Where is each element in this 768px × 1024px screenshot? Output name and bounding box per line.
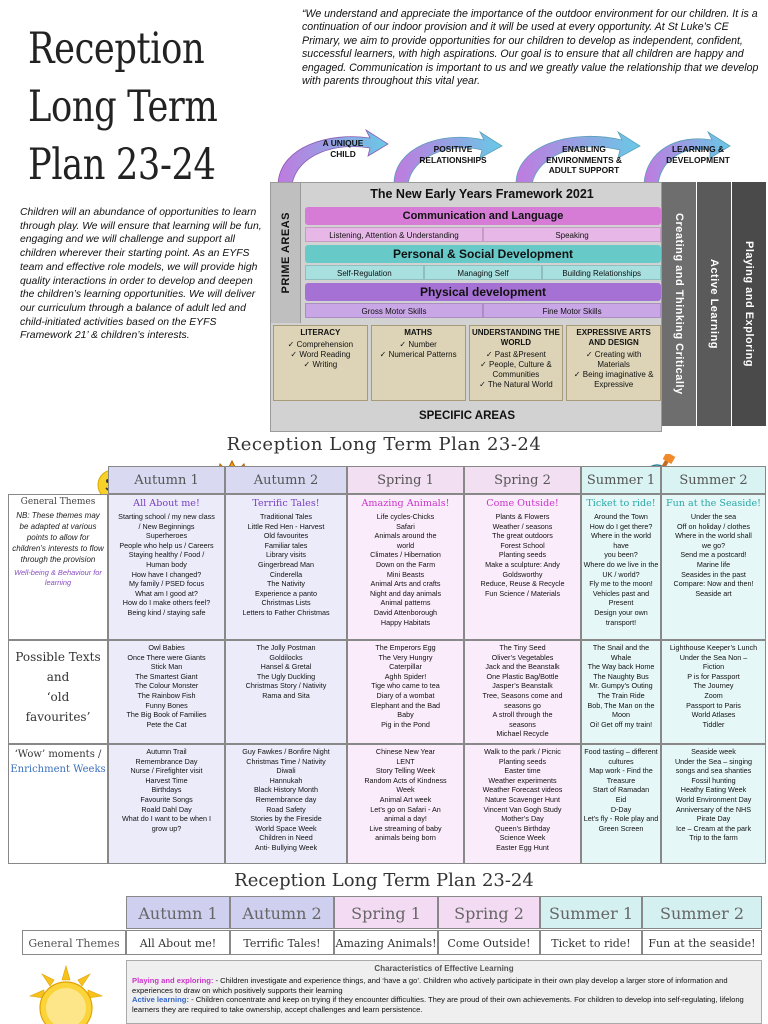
- column-summer-2: Summer 2: [661, 466, 766, 494]
- sub-managing-self: Managing Self: [423, 265, 543, 280]
- bottom-column-summer-1: Summer 1: [540, 896, 642, 929]
- cel-playing-exploring-text: Playing and exploring: - Children invest…: [132, 975, 728, 995]
- column-spring-2: Spring 2: [464, 466, 581, 494]
- bottom-theme-spring-2: Come Outside!: [438, 930, 540, 955]
- column-autumn-1: Autumn 1: [108, 466, 225, 494]
- framework-title: The New Early Years Framework 2021: [370, 187, 594, 201]
- bottom-theme-spring-1: Amazing Animals!: [334, 930, 438, 955]
- intro-quote: “We understand and appreciate the import…: [302, 8, 759, 88]
- specific-areas: LITERACY Comprehension Word Reading Writ…: [273, 325, 661, 401]
- prime-communication-language: Communication and Language: [305, 207, 661, 225]
- principle-enabling-environments: ENABLING ENVIRONMENTS & ADULT SUPPORT: [546, 144, 622, 175]
- long-term-plan-table: Autumn 1 Autumn 2 Spring 1 Spring 2 Summ…: [8, 454, 766, 864]
- bottom-theme-autumn-2: Terrific Tales!: [230, 930, 334, 955]
- column-summer-1: Summer 1: [581, 466, 661, 494]
- eyfs-framework-diagram: A UNIQUE CHILD POSITIVE RELATIONSHIPS EN…: [270, 128, 768, 432]
- cel-active-learning: Active Learning: [697, 182, 731, 426]
- specific-expressive-arts: EXPRESSIVE ARTS AND DESIGN Creating with…: [566, 325, 661, 401]
- cel-creating-thinking: Creating and Thinking Critically: [662, 182, 696, 426]
- framework-box: PRIME AREAS The New Early Years Framewor…: [270, 182, 662, 432]
- sub-gross-motor: Gross Motor Skills: [305, 303, 483, 318]
- sub-building-relationships: Building Relationships: [542, 265, 662, 280]
- principles-arrows: [277, 128, 731, 185]
- bottom-column-autumn-2: Autumn 2: [230, 896, 334, 929]
- bottom-table-title: Reception Long Term Plan 23-24: [234, 870, 534, 891]
- row-label-possible-texts: Possible Texts and ‘old favourites’: [8, 640, 108, 744]
- theme-cell-autumn-1: All About me! Starting school / my new c…: [108, 494, 225, 640]
- column-autumn-2: Autumn 2: [225, 466, 347, 494]
- bottom-column-summer-2: Summer 2: [642, 896, 762, 929]
- characteristics-effective-learning: Characteristics of Effective Learning Pl…: [126, 960, 762, 1024]
- bottom-theme-summer-1: Ticket to ride!: [540, 930, 642, 955]
- row-label-wow-moments: ‘Wow’ moments / Enrichment Weeks: [8, 744, 108, 864]
- prime-physical-subs: Gross Motor Skills Fine Motor Skills: [305, 303, 661, 318]
- page-title: Reception Long Term Plan 23-24: [28, 24, 218, 190]
- sub-self-regulation: Self-Regulation: [305, 265, 424, 280]
- prime-communication-subs: Listening, Attention & Understanding Spe…: [305, 227, 661, 242]
- sub-listening: Listening, Attention & Understanding: [305, 227, 483, 242]
- bottom-column-spring-1: Spring 1: [334, 896, 438, 929]
- specific-areas-label: SPECIFIC AREAS: [418, 410, 516, 422]
- sub-fine-motor: Fine Motor Skills: [483, 303, 661, 318]
- bottom-theme-summer-2: Fun at the seaside!: [642, 930, 762, 955]
- column-spring-1: Spring 1: [347, 466, 464, 494]
- principle-unique-child: A UNIQUE CHILD: [322, 138, 364, 159]
- prime-personal-subs: Self-Regulation Managing Self Building R…: [305, 265, 662, 280]
- specific-literacy: LITERACY Comprehension Word Reading Writ…: [273, 325, 368, 401]
- cel-playing-exploring: Playing and Exploring: [732, 182, 766, 426]
- specific-understanding-world: UNDERSTANDING THE WORLD Past &Present Pe…: [468, 325, 564, 401]
- prime-physical-development: Physical development: [305, 283, 661, 301]
- principle-positive-relationships: POSITIVE RELATIONSHIPS: [419, 144, 487, 165]
- prime-personal-social: Personal & Social Development: [305, 245, 661, 263]
- row-label-general-themes: General Themes NB: These themes may be a…: [8, 494, 108, 640]
- sun-logo-icon: [16, 960, 116, 1024]
- specific-maths: MATHS Number Numerical Patterns: [370, 325, 466, 401]
- intro-paragraph: Children will an abundance of opportunit…: [20, 207, 262, 342]
- bottom-general-themes-label: General Themes: [22, 930, 126, 955]
- principle-learning-development: LEARNING & DEVELOPMENT: [666, 144, 730, 165]
- bottom-column-autumn-1: Autumn 1: [126, 896, 230, 929]
- bottom-column-spring-2: Spring 2: [438, 896, 540, 929]
- cel-active-learning-text: Active learning: - Children concentrate …: [132, 995, 744, 1015]
- bottom-theme-autumn-1: All About me!: [126, 930, 230, 955]
- sub-speaking: Speaking: [483, 227, 661, 242]
- prime-areas-label: PRIME AREAS: [271, 183, 301, 323]
- mid-table-title: Reception Long Term Plan 23-24: [226, 434, 542, 455]
